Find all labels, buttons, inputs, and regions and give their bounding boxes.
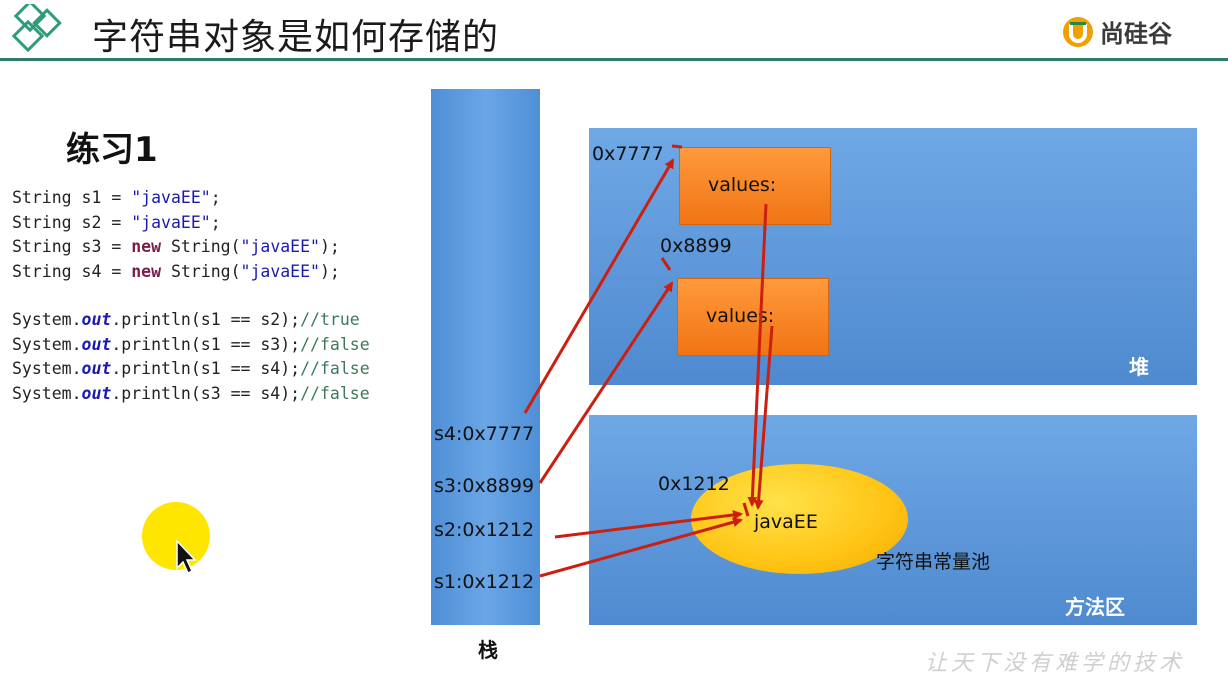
arrow-obj1-value-to-pool [747, 203, 768, 507]
address-label-0x1212: 0x1212 [658, 473, 730, 495]
u-logo-icon [1063, 16, 1093, 47]
code-token: new [131, 237, 162, 256]
code-token: System. [12, 359, 82, 378]
header-divider [0, 58, 1228, 61]
brand-name: 尚硅谷 [1100, 20, 1172, 48]
code-token: String( [161, 237, 241, 256]
code-token: out [81, 310, 112, 329]
code-token: System. [12, 383, 82, 403]
code-token: ); [320, 237, 340, 256]
heap-object-0x8899: values: [677, 278, 829, 356]
code-token: "javaEE" [240, 261, 320, 281]
code-token: .println(s1 == s4); [111, 359, 301, 378]
code-line: String s2 = "javaEE"; [12, 211, 370, 236]
pool-string-value: javaEE [754, 511, 818, 533]
heap-label: 堆 [1129, 355, 1149, 379]
watermark-slogan: 让天下没有难学的技术 [925, 651, 1186, 676]
page-title: 字符串对象是如何存储的 [92, 17, 500, 58]
code-token: .println(s1 == s2); [111, 310, 301, 329]
code-line: String s3 = new String("javaEE"); [12, 235, 370, 260]
code-line: String s1 = "javaEE"; [12, 186, 370, 211]
diamond-logo-icon [11, 4, 62, 53]
code-token: String( [161, 261, 241, 281]
stack-var-s1: s1:0x1212 [434, 571, 535, 593]
code-token: //true [300, 310, 360, 329]
code-token: .println(s3 == s4); [111, 383, 301, 403]
string-pool-entry [691, 464, 908, 574]
object-field-label: values: [708, 174, 777, 196]
exercise-heading: 练习1 [66, 130, 158, 170]
address-label-0x7777: 0x7777 [592, 143, 664, 165]
code-token: ); [320, 261, 340, 281]
code-line: System.out.println(s1 == s4);//false [12, 357, 370, 382]
arrow-s3-to-obj2 [538, 281, 674, 484]
stack-var-s4: s4:0x7777 [434, 423, 535, 445]
code-line: String s4 = new String("javaEE"); [12, 260, 370, 285]
arrow-s4-to-obj1 [523, 158, 675, 414]
cursor-highlight [142, 502, 210, 570]
code-token: System. [12, 310, 82, 329]
arrow-s2-to-pool [554, 510, 743, 539]
method-area-label: 方法区 [1065, 595, 1125, 619]
code-token: out [81, 334, 112, 354]
code-token: //false [300, 359, 370, 378]
code-token: //false [300, 383, 370, 403]
code-line: System.out.println(s1 == s2);//true [12, 308, 370, 333]
code-token: new [131, 261, 162, 281]
address-label-0x8899: 0x8899 [660, 235, 732, 257]
code-token: String s1 = [12, 188, 132, 207]
heap-object-0x7777: values: [679, 147, 831, 225]
code-line: System.out.println(s3 == s4);//false [12, 382, 370, 407]
stack-var-s2: s2:0x1212 [434, 519, 535, 541]
code-token: "javaEE" [131, 188, 211, 207]
code-token: //false [300, 334, 370, 354]
stack-region [431, 89, 540, 625]
arrow-s1-to-pool [539, 517, 743, 578]
object-field-label: values: [706, 305, 775, 327]
code-token: "javaEE" [131, 212, 211, 232]
code-token: System. [12, 334, 82, 354]
code-token: String s3 = [12, 237, 132, 256]
stack-var-s3: s3:0x8899 [434, 475, 535, 497]
code-line: System.out.println(s1 == s3);//false [12, 333, 370, 358]
arrow-obj2-value-to-pool [753, 325, 774, 510]
slide-header: 字符串对象是如何存储的 尚硅谷 [0, 0, 1228, 61]
stack-label: 栈 [478, 638, 498, 662]
mouse-pointer-icon [176, 540, 197, 574]
code-token: out [81, 359, 112, 378]
code-block: String s1 = "javaEE";String s2 = "javaEE… [12, 186, 370, 406]
string-pool-label: 字符串常量池 [876, 551, 991, 573]
code-token: out [81, 383, 112, 403]
code-token: "javaEE" [240, 237, 320, 256]
code-token: .println(s1 == s3); [111, 334, 301, 354]
code-token: String s4 = [12, 261, 132, 281]
code-token: String s2 = [12, 212, 132, 232]
brand: 尚硅谷 [1062, 14, 1172, 49]
code-token: ; [210, 212, 221, 232]
code-token: ; [210, 188, 221, 207]
